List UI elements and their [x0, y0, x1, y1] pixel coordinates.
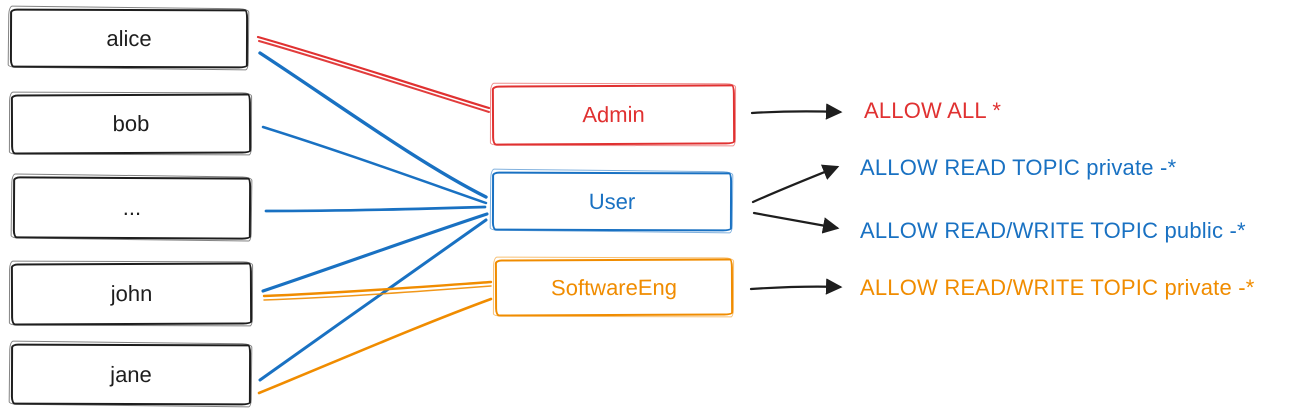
- permission-allow-rw-topic-public: ALLOW READ/WRITE TOPIC public -*: [860, 218, 1246, 243]
- permission-allow-read-topic-private: ALLOW READ TOPIC private -*: [860, 155, 1177, 180]
- user-label-bob: bob: [112, 110, 150, 137]
- user-box-bob: bob: [10, 93, 252, 155]
- user-label-john: john: [110, 280, 153, 307]
- user-label-alice: alice: [106, 25, 152, 51]
- edge-john-softwareeng-line: [262, 280, 493, 298]
- edge-alice-user: [258, 51, 488, 199]
- role-box-admin: Admin: [491, 84, 736, 146]
- user-box-ellipsis: ...: [12, 176, 252, 240]
- edge-john-softwareeng-line2: [263, 285, 492, 301]
- user-box-alice: alice: [9, 8, 249, 69]
- arrow-admin-allow-all: [750, 103, 843, 120]
- permission-allow-rw-topic-private: ALLOW READ/WRITE TOPIC private -*: [860, 275, 1255, 300]
- user-box-jane: jane: [10, 343, 252, 406]
- edge-john-user: [261, 212, 489, 293]
- role-label-softwareeng: SoftwareEng: [550, 274, 678, 300]
- arrow-user-allow-read-private: [751, 164, 840, 204]
- edge-bob-user: [261, 125, 488, 205]
- user-label-jane: jane: [110, 361, 152, 387]
- user-label-ellipsis: ...: [122, 194, 142, 221]
- role-label-user: User: [588, 188, 636, 214]
- role-label-admin: Admin: [582, 101, 645, 128]
- edge-alice-admin-line: [256, 35, 491, 110]
- edge-alice-admin-line2: [258, 40, 490, 113]
- edge-ellipsis-user: [264, 205, 487, 213]
- role-box-user: User: [491, 171, 733, 232]
- edge-jane-user: [258, 218, 488, 382]
- edge-john-softwareeng: [262, 280, 493, 301]
- edge-jane-softwareeng: [257, 297, 493, 395]
- arrow-softwareeng-allow-rw-private: [749, 278, 843, 295]
- permission-allow-all: ALLOW ALL *: [864, 98, 1002, 123]
- role-box-softwareeng: SoftwareEng: [494, 258, 734, 317]
- user-box-john: john: [10, 262, 253, 326]
- edge-alice-admin: [256, 35, 491, 113]
- arrow-softwareeng2-allow-rw-public: [752, 211, 840, 234]
